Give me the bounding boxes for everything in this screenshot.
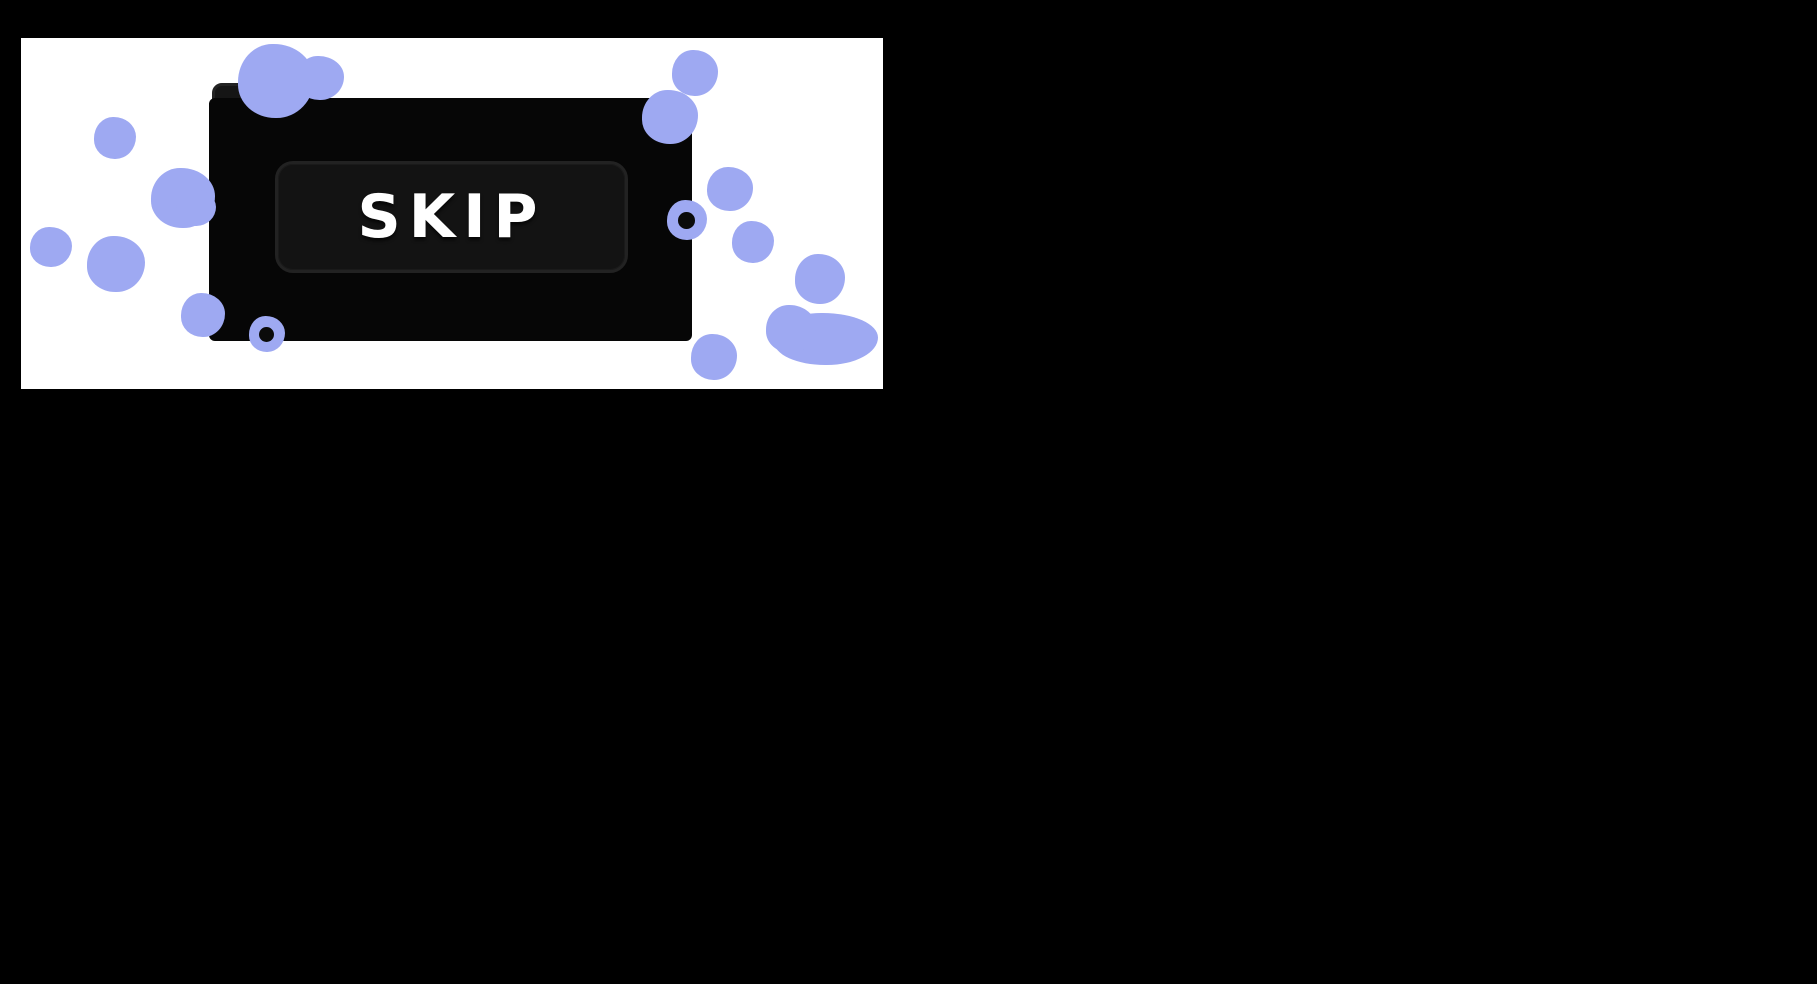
paint-blob — [87, 236, 145, 292]
paint-blob — [151, 168, 215, 228]
skip-panel: SKIP — [209, 98, 692, 341]
paint-blob — [30, 227, 72, 267]
skip-button[interactable]: SKIP — [275, 161, 628, 273]
paint-blob — [707, 167, 753, 211]
paint-blob — [774, 313, 878, 365]
paint-blob — [94, 117, 136, 159]
paint-blob — [732, 221, 774, 263]
paint-blob — [691, 334, 737, 380]
paint-blob — [672, 50, 718, 96]
drawing-canvas[interactable]: SKIP — [21, 38, 883, 389]
paint-blob — [766, 305, 816, 353]
paint-blob — [795, 254, 845, 304]
